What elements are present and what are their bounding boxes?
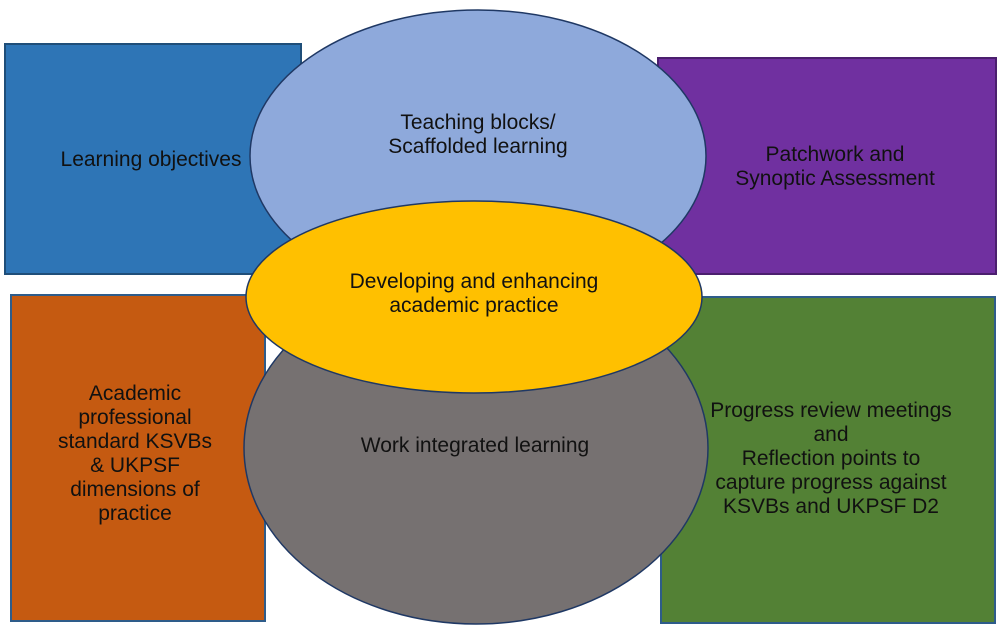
academic-standard-label: Academic professional standard KSVBs & U…: [57, 382, 213, 525]
progress-review-box: [660, 296, 996, 624]
academic-standard-box: [10, 294, 266, 622]
teaching-blocks-label: Teaching blocks/ Scaffolded learning: [388, 111, 568, 158]
patchwork-label: Patchwork and Synoptic Assessment: [735, 143, 935, 190]
developing-practice-label: Developing and enhancing academic practi…: [349, 270, 599, 317]
center-ellipse: [245, 200, 703, 394]
progress-review-label: Progress review meetings and Reflection …: [710, 399, 952, 518]
work-integrated-label: Work integrated learning: [360, 434, 590, 457]
patchwork-box: [657, 57, 997, 275]
learning-objectives-label: Learning objectives: [60, 148, 242, 171]
